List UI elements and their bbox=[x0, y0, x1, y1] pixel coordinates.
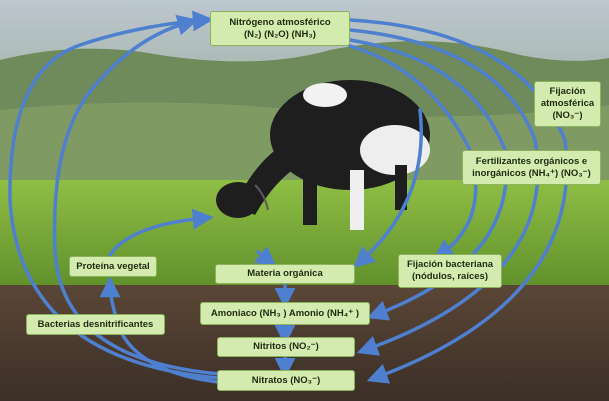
box-fijacion-bacteriana: Fijación bacteriana (nódulos, raíces) bbox=[398, 254, 502, 288]
fijacion-atm-line3: (NO₃⁻) bbox=[552, 110, 583, 121]
fijacion-atm-line2: atmosférica bbox=[540, 98, 595, 109]
nitrogeno-title: Nitrógeno atmosférico bbox=[229, 16, 331, 28]
box-nitrogeno-atmosferico: Nitrógeno atmosférico (N₂) (N₂O) (NH₃) bbox=[210, 11, 350, 46]
fijacion-atm-line1: Fijación bbox=[549, 86, 586, 97]
arrow-atmos-to-nitritos bbox=[348, 28, 540, 356]
arrow-bacterias-return bbox=[52, 14, 222, 376]
box-materia-organica: Materia orgánica bbox=[215, 264, 355, 284]
box-fijacion-atmosferica: Fijación atmosférica (NO₃⁻) bbox=[534, 81, 601, 127]
fertilizantes-line2: inorgánicos (NH₄⁺) (NO₃⁻) bbox=[472, 167, 591, 179]
materia-label: Materia orgánica bbox=[247, 268, 323, 279]
bacterias-label: Bacterias desnitrificantes bbox=[37, 318, 154, 330]
box-nitritos: Nitritos (NO₂⁻) bbox=[217, 337, 355, 357]
box-fertilizantes: Fertilizantes orgánicos e inorgánicos (N… bbox=[462, 150, 601, 185]
nitritos-label: Nitritos (NO₂⁻) bbox=[253, 341, 319, 352]
arrow-atmos-to-fijacion-bact bbox=[348, 44, 478, 261]
fertilizantes-line1: Fertilizantes orgánicos e bbox=[475, 155, 588, 167]
arrow-cow-down bbox=[253, 246, 277, 268]
nitratos-label: Nitratos (NO₃⁻) bbox=[251, 374, 321, 386]
arrow-cow-to-materia bbox=[353, 108, 423, 268]
fijacion-bact-line2: (nódulos, raíces) bbox=[411, 271, 488, 282]
arrow-atmos-to-nitratos bbox=[348, 18, 569, 384]
fijacion-bact-line1: Fijación bacteriana bbox=[406, 259, 494, 270]
box-amoniaco-amonio: Amoniaco (NH₃ ) Amonio (NH₄⁺ ) bbox=[200, 302, 370, 325]
box-bacterias-desnitrificantes: Bacterias desnitrificantes bbox=[26, 314, 165, 335]
nitrogeno-formulas: (N₂) (N₂O) (NH₃) bbox=[244, 28, 316, 40]
box-proteina-vegetal: Proteína vegetal bbox=[69, 256, 157, 277]
arrow-proteina-to-cow bbox=[108, 208, 214, 257]
cow-illustration bbox=[216, 80, 430, 230]
box-nitratos: Nitratos (NO₃⁻) bbox=[217, 370, 355, 391]
proteina-label: Proteína vegetal bbox=[76, 260, 150, 272]
arrow-nitratos-to-atmosfera bbox=[8, 10, 220, 380]
amoniaco-label: Amoniaco (NH₃ ) Amonio (NH₄⁺ ) bbox=[210, 307, 360, 319]
